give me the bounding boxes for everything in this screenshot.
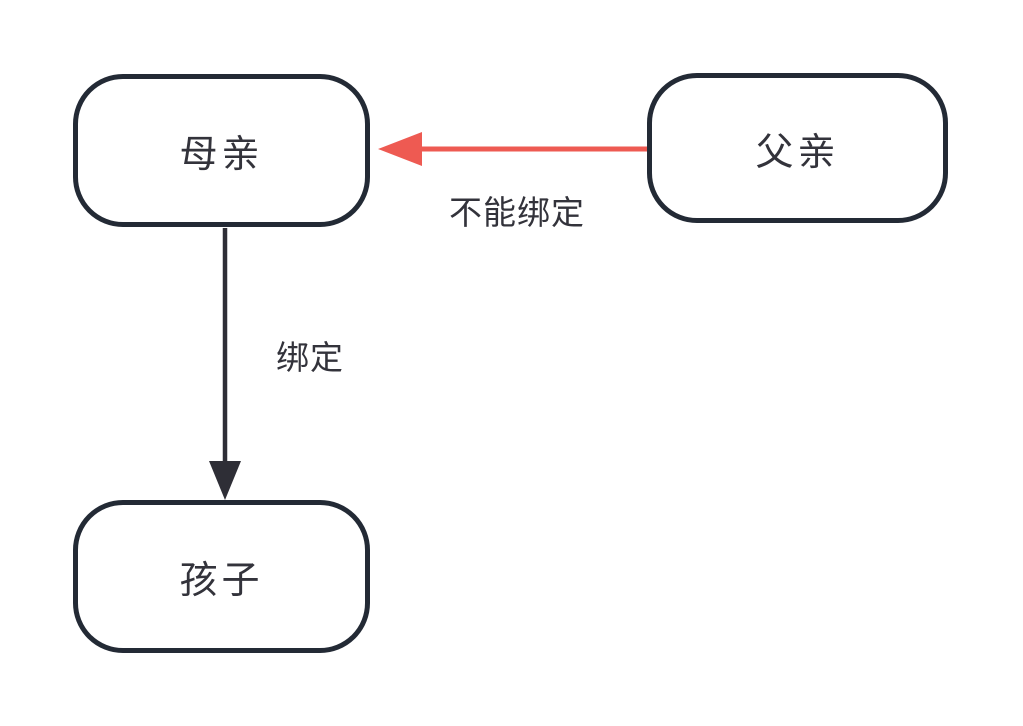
node-mother: 母亲 — [73, 74, 370, 227]
bind-arrowhead-icon — [209, 461, 241, 500]
edge-father-to-mother — [378, 132, 647, 166]
node-father-label: 父亲 — [755, 131, 840, 174]
node-mother-label: 母亲 — [179, 134, 264, 176]
edge-mother-to-child — [209, 228, 241, 500]
node-child-label: 孩子 — [179, 560, 264, 602]
no-bind-arrowhead-icon — [378, 132, 422, 166]
edge-label-bind: 绑定 — [274, 331, 346, 379]
edge-label-no-bind: 不能绑定 — [447, 186, 587, 234]
node-father: 父亲 — [647, 73, 948, 223]
node-child: 孩子 — [73, 500, 370, 653]
